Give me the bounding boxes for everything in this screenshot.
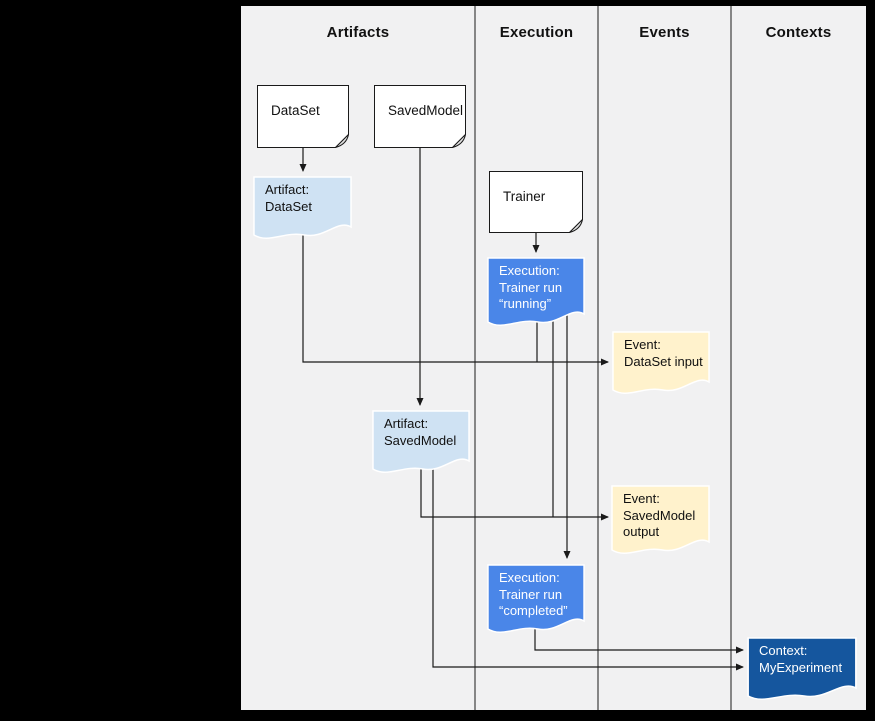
folded-corner-icon xyxy=(568,218,583,233)
column-header-artifacts: Artifacts xyxy=(326,24,390,41)
node-trainer-label: Trainer xyxy=(503,188,546,204)
wavy-document-shape xyxy=(487,257,585,326)
wavy-document-shape xyxy=(747,637,857,700)
folded-corner-icon xyxy=(451,133,466,148)
column-header-contexts: Contexts xyxy=(765,24,832,41)
node-execution-completed-label: Execution: Trainer run “completed” xyxy=(499,570,568,618)
edge-artifactsavedmodel-to-event xyxy=(420,466,609,521)
node-artifact-savedmodel-label: Artifact: SavedModel xyxy=(384,416,457,448)
node-dataset-label: DataSet xyxy=(271,103,320,118)
node-execution-running-label: Execution: Trainer run “running” xyxy=(499,263,563,311)
node-dataset: DataSet xyxy=(257,85,349,148)
node-event-savedmodel-output-label: Event: SavedModel output xyxy=(623,491,696,539)
document-shape xyxy=(257,85,349,148)
node-artifact-savedmodel: Artifact: SavedModel xyxy=(372,410,470,480)
column-header-execution: Execution xyxy=(499,24,574,41)
lineage-diagram: Artifacts Execution Events Contexts Data… xyxy=(241,6,866,710)
connector-layer xyxy=(299,6,744,710)
node-context-myexperiment-label: Context: MyExperiment xyxy=(759,643,843,675)
node-savedmodel-label: SavedModel xyxy=(388,103,464,118)
node-trainer: Trainer xyxy=(489,171,583,233)
wavy-document-shape xyxy=(372,410,470,473)
document-shape xyxy=(374,85,466,148)
node-event-dataset-input: Event: DataSet input xyxy=(612,331,710,401)
edge-completed-to-context xyxy=(534,624,744,654)
wavy-document-shape xyxy=(611,485,710,554)
node-context-myexperiment: Context: MyExperiment xyxy=(747,637,857,707)
wavy-document-shape xyxy=(612,331,710,394)
edge-artifactsavedmodel-to-context xyxy=(432,466,744,671)
column-header-events: Events xyxy=(639,24,690,41)
node-execution-completed: Execution: Trainer run “completed” xyxy=(487,564,585,640)
wavy-document-shape xyxy=(487,564,585,633)
node-event-savedmodel-output: Event: SavedModel output xyxy=(611,485,710,561)
node-event-dataset-input-label: Event: DataSet input xyxy=(624,337,703,369)
node-savedmodel: SavedModel xyxy=(374,85,466,148)
wavy-document-shape xyxy=(253,176,352,239)
node-artifact-dataset-label: Artifact: DataSet xyxy=(265,182,312,214)
edge-artifactdataset-to-event xyxy=(302,234,609,366)
node-execution-running: Execution: Trainer run “running” xyxy=(487,257,585,333)
node-artifact-dataset: Artifact: DataSet xyxy=(253,176,352,246)
folded-corner-icon xyxy=(334,133,349,148)
document-shape xyxy=(489,171,583,233)
